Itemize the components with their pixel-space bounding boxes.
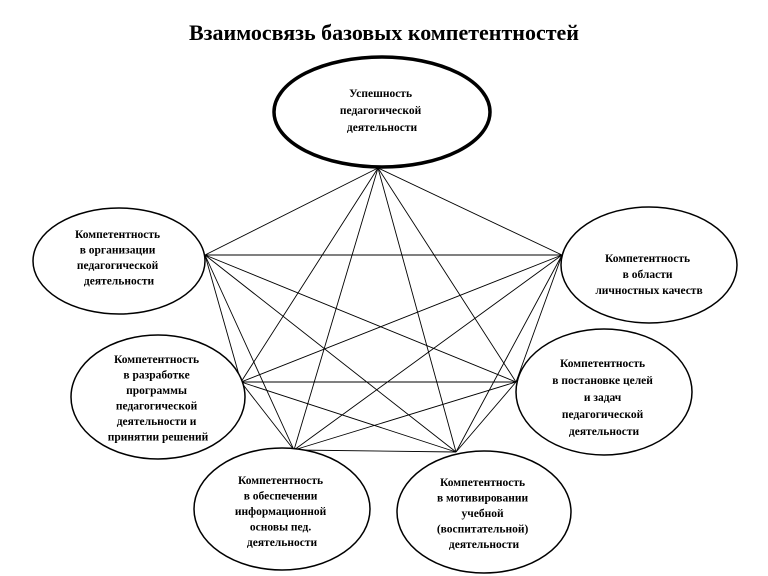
node-motiv-line-2: в мотивировании [437, 493, 529, 505]
node-center-line-2: педагогической [340, 105, 422, 117]
node-goals: Компетентность в постановке целей и зада… [515, 328, 693, 456]
node-info: Компетентность в обеспечении информацион… [193, 447, 371, 571]
connection-line [240, 167, 379, 383]
connection-line [204, 167, 379, 256]
node-info-ellipse [193, 447, 371, 571]
node-motiv-line-4: (воспитательной) [437, 524, 529, 536]
connection-line [204, 254, 242, 383]
connection-line [293, 449, 457, 453]
connection-line [377, 167, 517, 383]
node-motiv-line-1: Компетентность [440, 477, 525, 489]
node-goals-line-5: деятельности [569, 426, 640, 438]
node-motiv-ellipse [396, 450, 572, 574]
node-program: Компетентность в разработке программы пе… [70, 334, 246, 460]
diagram-title: Взаимосвязь базовых компетентностей [189, 20, 579, 45]
node-org-label: Компетентность в организации педагогичес… [75, 229, 163, 288]
node-org-ellipse [32, 207, 206, 315]
connection-line [515, 254, 563, 383]
node-motiv-line-3: учебной [462, 508, 504, 520]
connection-line [293, 254, 563, 451]
node-goals-line-2: в постановке целей [552, 375, 653, 387]
connection-line [240, 254, 563, 383]
node-info-line-2: в обеспечении [244, 491, 318, 503]
node-program-line-3: программы [126, 385, 187, 397]
connection-line [204, 254, 457, 453]
connection-line [293, 167, 379, 451]
node-goals-line-3: и задач [584, 392, 622, 404]
node-program-label: Компетентность в разработке программы пе… [108, 354, 209, 444]
node-personal-label: Компетентность в области личностных каче… [595, 253, 702, 297]
connection-line [293, 381, 517, 451]
node-center-line-1: Успешность [349, 88, 412, 100]
node-goals-line-1: Компетентность [560, 358, 645, 370]
node-info-line-4: основы пед. [250, 522, 311, 534]
node-personal-line-3: личностных качеств [595, 285, 702, 297]
node-program-line-5: деятельности и [117, 416, 197, 428]
node-org-line-4: деятельности [84, 276, 155, 288]
node-info-line-5: деятельности [247, 537, 318, 549]
node-org: Компетентность в организации педагогичес… [32, 207, 206, 315]
node-info-line-1: Компетентность [238, 475, 323, 487]
node-info-label: Компетентность в обеспечении информацион… [235, 475, 329, 549]
node-personal-line-1: Компетентность [605, 253, 690, 265]
connection-line [377, 167, 563, 256]
connection-line [455, 381, 517, 453]
node-program-line-1: Компетентность [114, 354, 199, 366]
node-program-ellipse [70, 334, 246, 460]
node-motiv-label: Компетентность в мотивировании учебной (… [437, 477, 531, 551]
node-program-line-4: педагогической [116, 401, 198, 413]
node-personal: Компетентность в области личностных каче… [560, 206, 738, 324]
node-info-line-3: информационной [235, 506, 327, 518]
node-org-line-1: Компетентность [75, 229, 160, 241]
node-center-line-3: деятельности [347, 122, 418, 134]
node-program-line-6: принятии решений [108, 432, 209, 444]
node-personal-ellipse [560, 206, 738, 324]
node-center: Успешность педагогической деятельности [272, 55, 492, 169]
node-center-label: Успешность педагогической деятельности [340, 88, 424, 134]
connection-line [204, 254, 517, 383]
connection-line [455, 254, 563, 453]
connection-lines [204, 167, 563, 453]
node-org-line-3: педагогической [77, 260, 159, 272]
node-program-line-2: в разработке [123, 370, 189, 382]
connection-line [240, 381, 295, 451]
node-center-ellipse [272, 55, 492, 169]
node-org-line-2: в организации [80, 245, 156, 257]
node-goals-label: Компетентность в постановке целей и зада… [552, 358, 656, 438]
connection-line [240, 381, 457, 453]
node-motiv: Компетентность в мотивировании учебной (… [396, 450, 572, 574]
node-motiv-line-5: деятельности [449, 539, 520, 551]
connection-line [204, 254, 295, 451]
node-goals-ellipse [515, 328, 693, 456]
node-personal-line-2: в области [623, 269, 673, 281]
connection-line [377, 167, 457, 453]
node-goals-line-4: педагогической [562, 409, 644, 421]
